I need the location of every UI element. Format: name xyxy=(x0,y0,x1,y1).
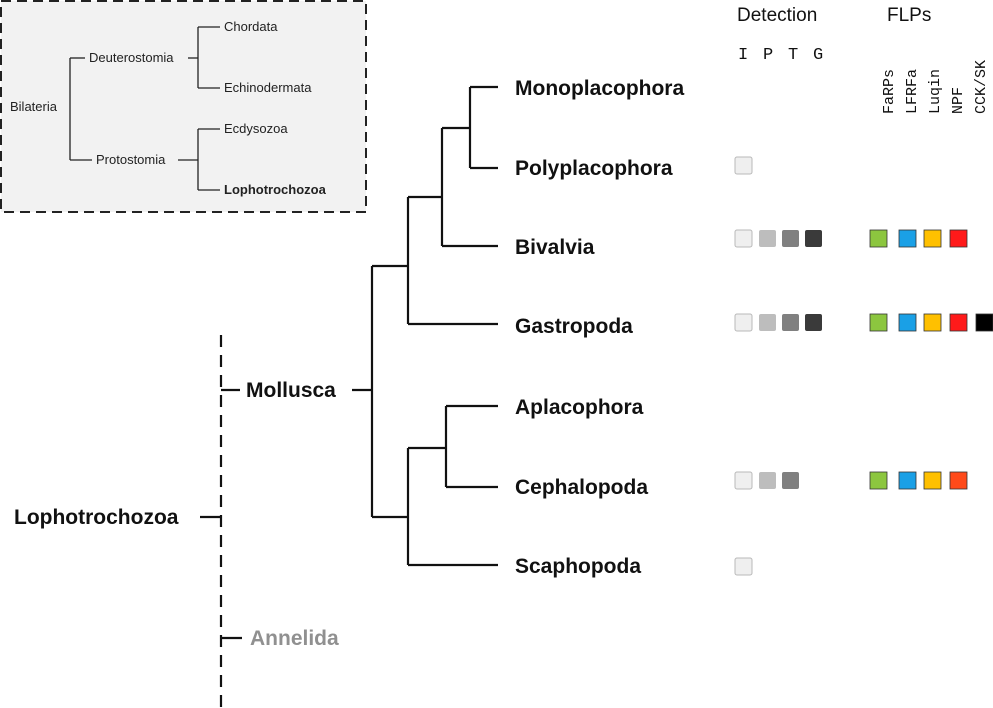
inset-deuterostomia-label: Deuterostomia xyxy=(89,50,174,65)
flp-header-luqin: Luqin xyxy=(927,69,944,114)
flp-square-bivalvia-npf xyxy=(949,229,968,248)
inset-panel: Bilateria Deuterostomia Protostomia Chor… xyxy=(0,0,367,213)
detection-square-cephalopoda-t xyxy=(782,472,799,489)
detection-square-gastropoda-t xyxy=(782,314,799,331)
detection-square-bivalvia-p xyxy=(759,230,776,247)
lophotrochozoa-label: Lophotrochozoa xyxy=(14,506,179,529)
flp-square-cephalopoda-lfrfa xyxy=(898,471,917,490)
flp-header-farps: FaRPs xyxy=(881,69,898,114)
taxon-label-bivalvia: Bivalvia xyxy=(515,236,595,259)
detection-square-scaphopoda-i xyxy=(734,557,753,576)
inset-echinodermata-label: Echinodermata xyxy=(224,80,312,95)
detection-square-cephalopoda-i xyxy=(734,471,753,490)
presence-matrix xyxy=(734,156,993,576)
flp-square-gastropoda-cck-sk xyxy=(975,313,993,332)
flp-header-cck-sk: CCK/SK xyxy=(973,60,990,114)
flp-square-bivalvia-farps xyxy=(869,229,888,248)
flp-square-gastropoda-npf xyxy=(949,313,968,332)
detection-square-bivalvia-i xyxy=(734,229,753,248)
detection-method-t: T xyxy=(788,46,798,65)
flp-header-npf: NPF xyxy=(950,87,967,114)
inset-lophotrochozoa-label: Lophotrochozoa xyxy=(224,182,327,197)
flp-square-gastropoda-lfrfa xyxy=(898,313,917,332)
detection-square-gastropoda-g xyxy=(805,314,822,331)
flps-header: FLPs xyxy=(887,5,931,26)
taxon-label-gastropoda: Gastropoda xyxy=(515,315,633,338)
detection-square-cephalopoda-p xyxy=(759,472,776,489)
flp-square-cephalopoda-npf xyxy=(949,471,968,490)
detection-method-g: G xyxy=(813,46,823,65)
detection-method-i: I xyxy=(738,46,748,65)
flp-square-cephalopoda-farps xyxy=(869,471,888,490)
mollusca-label: Mollusca xyxy=(246,379,336,402)
flp-square-bivalvia-luqin xyxy=(923,229,942,248)
inset-frame xyxy=(0,0,367,213)
detection-method-p: P xyxy=(763,46,773,65)
inset-bilateria-label: Bilateria xyxy=(10,99,58,114)
tree-branches xyxy=(200,85,498,708)
taxon-label-scaphopoda: Scaphopoda xyxy=(515,555,641,578)
detection-square-gastropoda-p xyxy=(759,314,776,331)
inset-ecdysozoa-label: Ecdysozoa xyxy=(224,121,288,136)
inset-protostomia-label: Protostomia xyxy=(96,152,166,167)
taxon-label-cephalopoda: Cephalopoda xyxy=(515,476,648,499)
detection-square-gastropoda-i xyxy=(734,313,753,332)
taxon-label-monoplacophora: Monoplacophora xyxy=(515,77,684,100)
detection-square-polyplacophora-i xyxy=(734,156,753,175)
flp-square-cephalopoda-luqin xyxy=(923,471,942,490)
taxon-label-aplacophora: Aplacophora xyxy=(515,396,644,419)
flp-square-gastropoda-farps xyxy=(869,313,888,332)
flp-square-bivalvia-lfrfa xyxy=(898,229,917,248)
detection-square-bivalvia-g xyxy=(805,230,822,247)
inset-chordata-label: Chordata xyxy=(224,19,278,34)
flp-square-gastropoda-luqin xyxy=(923,313,942,332)
detection-square-bivalvia-t xyxy=(782,230,799,247)
annelida-label: Annelida xyxy=(250,627,339,650)
taxon-label-polyplacophora: Polyplacophora xyxy=(515,157,673,180)
detection-header: Detection xyxy=(737,5,817,26)
flp-header-lfrfa: LFRFa xyxy=(904,69,921,114)
